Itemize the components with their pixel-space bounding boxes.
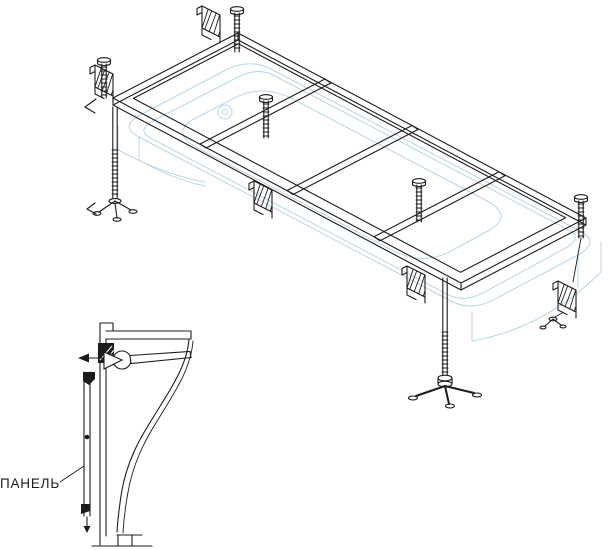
bracket-mid-left xyxy=(248,180,273,219)
bathtub-outline xyxy=(117,63,602,342)
right-connector xyxy=(572,237,582,283)
threaded-stud-top xyxy=(229,6,245,53)
ink-layer: ПАНЕЛЬ xyxy=(0,5,589,547)
tub-bowl-section xyxy=(116,338,190,533)
foot-clip xyxy=(86,202,97,215)
right-foot xyxy=(539,312,567,330)
tub-rim-outer xyxy=(128,63,591,307)
panel-label: ПАНЕЛЬ xyxy=(0,476,60,491)
tub-bowl-section-inner xyxy=(122,340,194,534)
label-leader-line xyxy=(59,465,85,483)
cross-members xyxy=(199,78,506,242)
threaded-stud-right xyxy=(573,194,589,239)
tub-shell-left xyxy=(117,125,206,187)
panel-top-clip xyxy=(83,372,95,385)
tub-bottom-and-floor xyxy=(91,534,153,547)
panel-fastener xyxy=(84,434,90,440)
drain-hole-center xyxy=(222,109,228,115)
bracket-mid-right xyxy=(401,265,426,304)
panel-strip xyxy=(81,371,95,517)
tub-floor xyxy=(182,90,502,259)
rim-deck xyxy=(105,330,192,340)
drain-hole xyxy=(217,104,233,120)
support-frame xyxy=(112,32,587,291)
left-leg xyxy=(86,106,138,222)
tub-shell-right xyxy=(471,241,602,342)
bracket-right xyxy=(552,280,577,319)
wrench-icon xyxy=(103,350,192,370)
threaded-stud-mid-right xyxy=(411,178,427,223)
panel-drop-arrow xyxy=(83,516,91,533)
detail-inset: ПАНЕЛЬ xyxy=(0,322,194,547)
threaded-stud-mid-left xyxy=(258,94,274,139)
mounting-brackets xyxy=(84,5,582,319)
threaded-stud-left xyxy=(96,57,112,99)
bottom-leg xyxy=(407,277,483,409)
panel-bottom-clip xyxy=(81,504,90,514)
apron-section xyxy=(99,322,114,546)
corner-clip xyxy=(84,98,97,114)
clamp-direction-arrow xyxy=(78,353,104,363)
bracket-top xyxy=(196,5,221,44)
